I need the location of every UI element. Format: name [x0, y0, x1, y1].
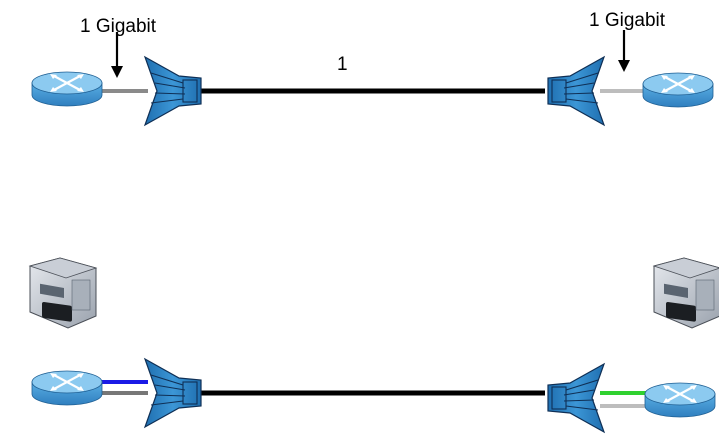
- optical-mux-icon: [144, 56, 202, 126]
- arrow-down-icon: [111, 32, 123, 78]
- bottom-link: [29, 257, 719, 433]
- optical-mux-icon: [547, 363, 605, 433]
- right-bandwidth-label: 1 Gigabit: [589, 10, 666, 31]
- left-bandwidth-label: 1 Gigabit: [80, 16, 157, 37]
- router-icon: [641, 71, 715, 109]
- arrow-down-icon: [618, 30, 630, 72]
- media-converter-icon: [29, 257, 97, 329]
- channel-label: 1: [337, 54, 348, 75]
- media-converter-icon: [653, 257, 719, 329]
- top-link: 1 Gigabit 1 Gigabit 1: [30, 10, 715, 126]
- router-icon: [643, 381, 717, 419]
- optical-mux-icon: [547, 56, 605, 126]
- router-icon: [30, 70, 104, 108]
- optical-mux-icon: [144, 358, 202, 428]
- router-icon: [30, 369, 104, 407]
